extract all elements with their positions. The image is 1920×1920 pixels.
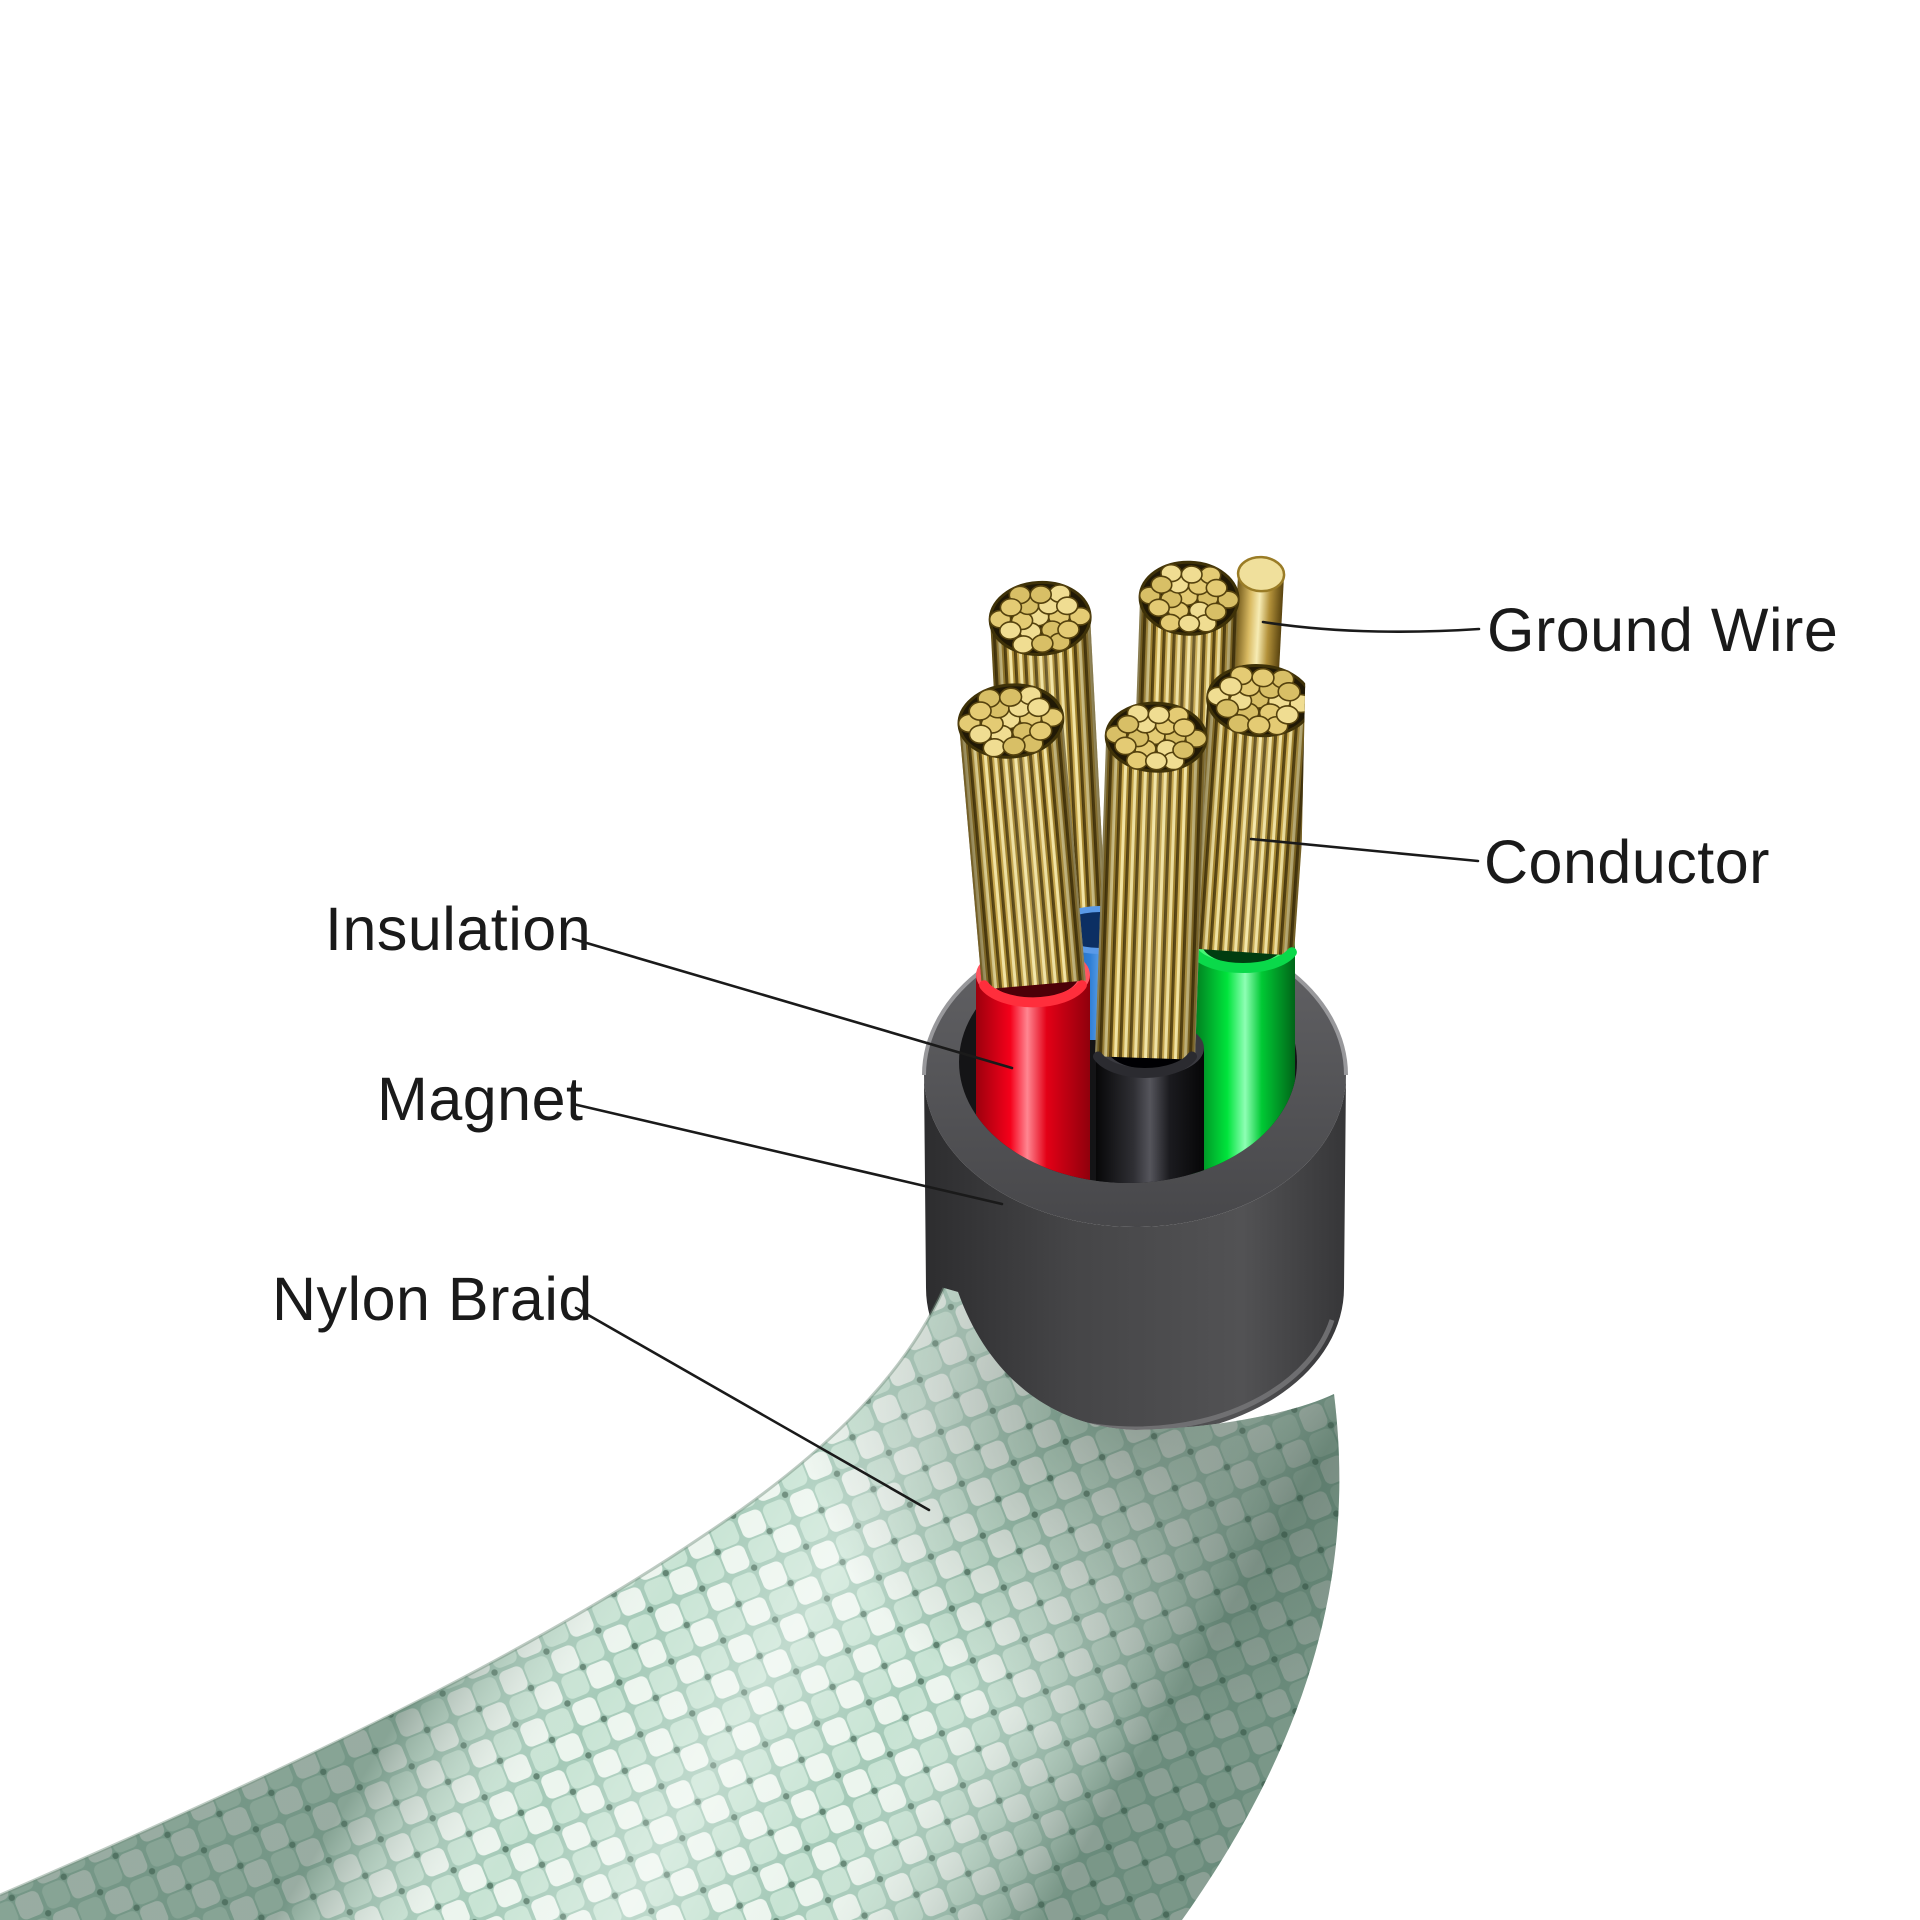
label-conductor: Conductor bbox=[1484, 828, 1770, 896]
cable-core bbox=[957, 555, 1314, 1183]
leader-line-ground-wire bbox=[1261, 620, 1481, 634]
conductor-bundle-red bbox=[957, 683, 1086, 990]
strand-ends bbox=[957, 685, 1064, 758]
leader-line-conductor bbox=[1249, 837, 1480, 863]
strand-ends bbox=[1206, 665, 1313, 736]
leader-line-insulation bbox=[571, 937, 1014, 1070]
leader-line-nylon-braid bbox=[574, 1306, 931, 1512]
label-magnet: Magnet bbox=[377, 1065, 583, 1133]
insulation-tube-red bbox=[957, 683, 1090, 1183]
leader-lines bbox=[571, 620, 1481, 1512]
conductor-bundle-green bbox=[1190, 664, 1314, 956]
label-insulation: Insulation bbox=[325, 895, 591, 963]
leader-line-magnet bbox=[571, 1102, 1004, 1206]
label-nylon-braid: Nylon Braid bbox=[272, 1265, 593, 1333]
conductor-bundle-black bbox=[1095, 701, 1208, 1060]
strand-ends bbox=[1105, 703, 1208, 771]
label-ground-wire: Ground Wire bbox=[1487, 596, 1838, 664]
ground-wire bbox=[1231, 555, 1286, 696]
strand-ends bbox=[988, 584, 1092, 654]
nylon-braid bbox=[0, 1287, 1340, 1920]
ground-wire-top bbox=[1236, 555, 1286, 593]
insulation-tube-black bbox=[1093, 701, 1208, 1183]
strand-ends bbox=[1138, 563, 1240, 633]
